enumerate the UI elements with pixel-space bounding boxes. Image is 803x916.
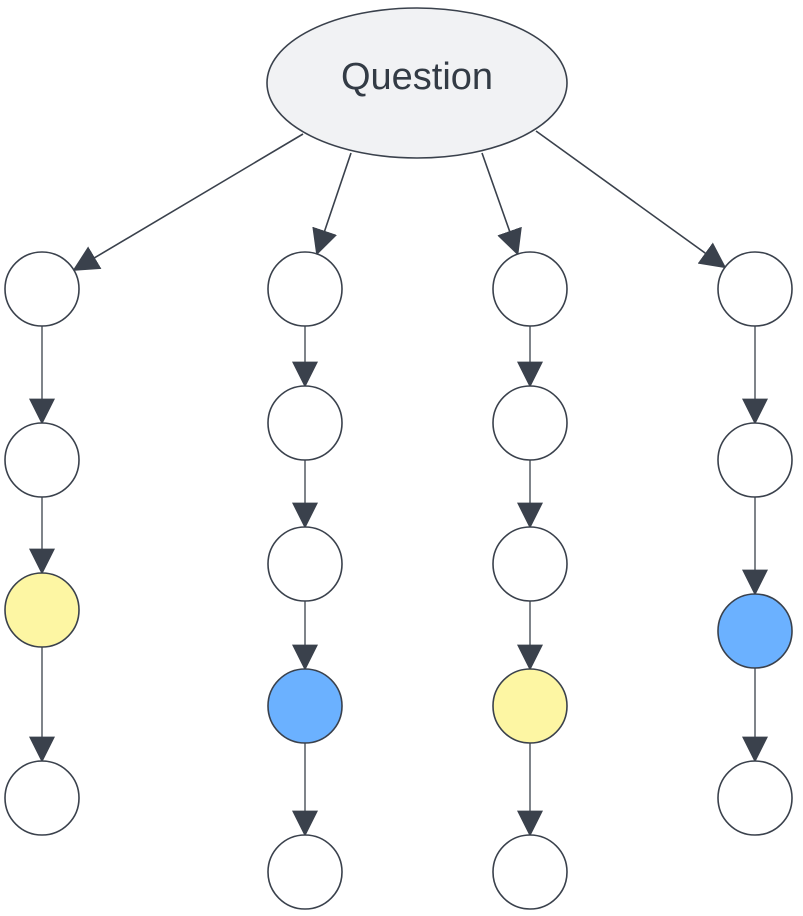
branch-4-node-4-white	[717, 760, 793, 836]
branch-2-node-5-white	[267, 834, 343, 910]
branch-4-node-3-blue	[717, 593, 793, 669]
edges-layer	[29, 130, 768, 837]
branch-3-node-2-white	[492, 385, 568, 461]
edge-root-to-branch-2	[312, 152, 352, 256]
branch-1-node-2-white	[4, 422, 80, 498]
branch-1-node-3-yellow	[4, 572, 80, 648]
edge-root-to-branch-4	[535, 130, 727, 269]
branch-2-node-3-white	[267, 526, 343, 602]
branch-3-node-1-white	[492, 251, 568, 327]
branch-4-node-2-white	[717, 422, 793, 498]
root-node: Question	[266, 7, 568, 159]
branch-1-node-4-white	[4, 760, 80, 836]
branch-2-node-2-white	[267, 385, 343, 461]
edge-root-to-branch-1	[72, 133, 304, 271]
branch-4-node-1-white	[717, 251, 793, 327]
branch-3-node-5-white	[492, 834, 568, 910]
edge-root-to-branch-3	[481, 152, 522, 256]
root-ellipse	[266, 7, 568, 159]
nodes-layer	[4, 251, 793, 910]
branch-3-node-4-yellow	[492, 668, 568, 744]
branch-3-node-3-white	[492, 526, 568, 602]
root-label: Question	[341, 56, 493, 98]
branch-1-node-1-white	[4, 251, 80, 327]
branch-2-node-1-white	[267, 251, 343, 327]
branch-2-node-4-blue	[267, 668, 343, 744]
